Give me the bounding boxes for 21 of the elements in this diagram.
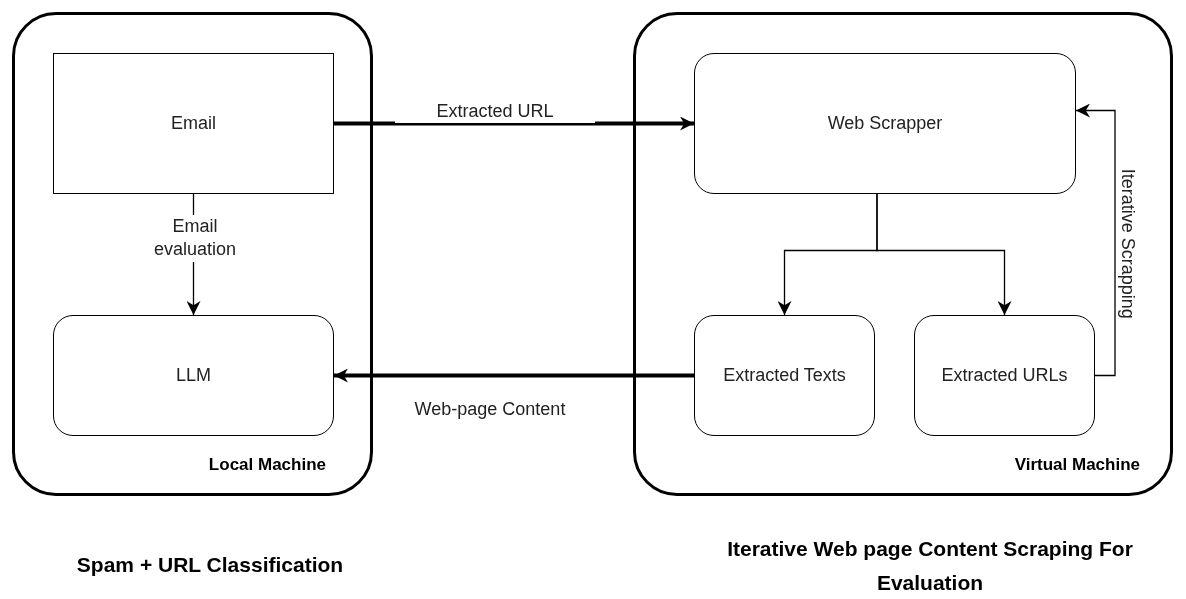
machine-panel bbox=[12, 12, 373, 496]
section-caption: Iterative Web page Content Scraping For Evaluation bbox=[726, 536, 1134, 596]
process-box bbox=[53, 53, 334, 194]
box-label: Extracted URLs bbox=[941, 365, 1068, 386]
process-box bbox=[694, 53, 1076, 194]
box-label: Extracted Texts bbox=[723, 365, 846, 386]
process-box bbox=[694, 315, 875, 436]
process-box bbox=[53, 315, 334, 436]
panel-title: Virtual Machine bbox=[1014, 455, 1140, 475]
box-label: Web Scrapper bbox=[827, 113, 943, 134]
process-box bbox=[914, 315, 1095, 436]
section-caption: Spam + URL Classification bbox=[75, 552, 345, 578]
box-label: LLM bbox=[176, 365, 211, 386]
edge-label: Iterative Scrapping bbox=[1116, 167, 1139, 321]
machine-panel bbox=[633, 12, 1173, 496]
panel-title: Local Machine bbox=[208, 455, 326, 475]
box-label: Email bbox=[171, 113, 216, 134]
arrow bbox=[334, 116, 694, 131]
arrow bbox=[1075, 103, 1116, 377]
arrow bbox=[876, 193, 1012, 316]
arrow bbox=[334, 368, 694, 383]
